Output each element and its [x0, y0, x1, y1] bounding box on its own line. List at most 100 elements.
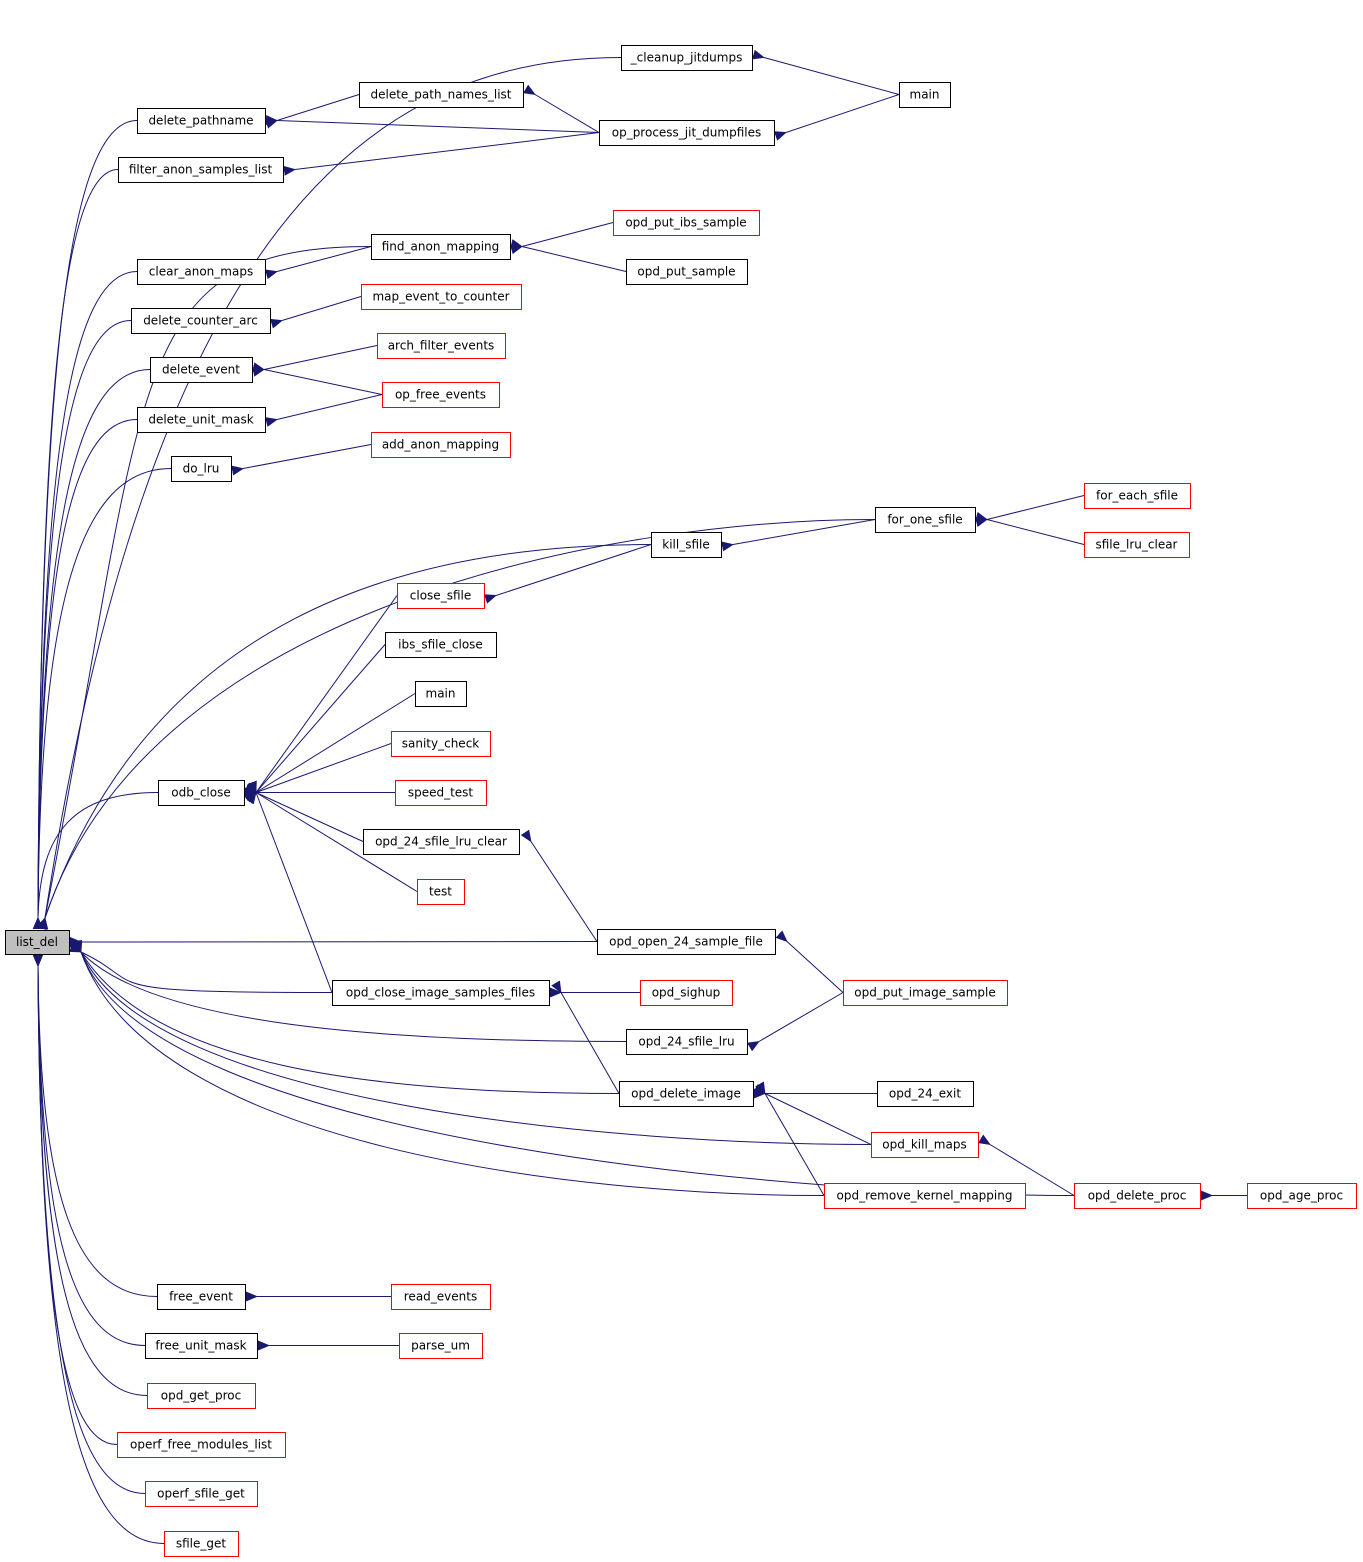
node-clear-anon-maps[interactable]: clear_anon_maps: [137, 259, 266, 285]
node-arch-filter-events[interactable]: arch_filter_events: [377, 333, 506, 359]
node-opd-remove-kernel-mapping[interactable]: opd_remove_kernel_mapping: [824, 1183, 1026, 1209]
node-operf-free-modules-list[interactable]: operf_free_modules_list: [117, 1432, 286, 1458]
node-opd-put-sample[interactable]: opd_put_sample: [626, 259, 748, 285]
node-opd-24-sfile-lru[interactable]: opd_24_sfile_lru: [626, 1029, 748, 1055]
node-box: [382, 382, 500, 408]
edge-opd_open_24_sample_file-to-opd_24_sfile_lru_clear: [520, 829, 598, 942]
node-label: for_each_sfile: [1096, 489, 1178, 503]
edge-test-to-odb_close: [244, 782, 418, 892]
edge-delete_unit_mask-to-list_del: [32, 419, 138, 930]
node-label: opd_open_24_sample_file: [609, 935, 763, 949]
node-sanity-check[interactable]: sanity_check: [391, 731, 491, 757]
node-read-events[interactable]: read_events: [391, 1284, 491, 1310]
node-box: [599, 120, 775, 146]
node-opd-delete-proc[interactable]: opd_delete_proc: [1074, 1183, 1201, 1209]
node-parse-um[interactable]: parse_um: [399, 1333, 483, 1359]
node-box: [1084, 483, 1191, 509]
node-test[interactable]: test: [417, 879, 465, 905]
node-operf-sfile-get[interactable]: operf_sfile_get: [145, 1481, 258, 1507]
node-sfile-get[interactable]: sfile_get: [164, 1531, 239, 1557]
node-delete-counter-arc[interactable]: delete_counter_arc: [131, 308, 271, 334]
node-box: [361, 284, 522, 310]
node-delete-pathname[interactable]: delete_pathname: [137, 108, 266, 134]
node-speed-test[interactable]: speed_test: [395, 780, 487, 806]
edge-opd_24_sfile_lru_clear-to-odb_close: [243, 783, 364, 842]
edge-do_lru-to-list_del: [32, 468, 172, 930]
node-box: [377, 333, 506, 359]
node-opd-sighup[interactable]: opd_sighup: [640, 980, 733, 1006]
node-label: op_process_jit_dumpfiles: [612, 126, 762, 140]
node-opd-24-exit[interactable]: opd_24_exit: [877, 1081, 974, 1107]
node-delete-event[interactable]: delete_event: [150, 357, 253, 383]
node-close-sfile[interactable]: close_sfile: [397, 583, 485, 609]
node-label: opd_put_ibs_sample: [625, 216, 746, 230]
node-label: main: [426, 687, 456, 701]
edge-delete_path_names_list-to-delete_pathname: [265, 94, 360, 129]
node-label: opd_sighup: [652, 986, 721, 1000]
node-box: [171, 456, 232, 482]
edge-odb_close-to-list_del: [32, 792, 159, 930]
node-box: [875, 507, 976, 533]
node-sfile-lru-clear[interactable]: sfile_lru_clear: [1084, 532, 1190, 558]
node-opd-kill-maps[interactable]: opd_kill_maps: [871, 1132, 979, 1158]
node-filter-anon-samples-list[interactable]: filter_anon_samples_list: [118, 157, 284, 183]
node-label: operf_sfile_get: [157, 1487, 245, 1501]
node-label: for_one_sfile: [887, 513, 962, 527]
node-odb-close[interactable]: odb_close: [158, 780, 245, 806]
edge-opd_kill_maps-to-opd_delete_image: [752, 1084, 872, 1145]
node-opd-delete-image[interactable]: opd_delete_image: [619, 1081, 754, 1107]
node-main1[interactable]: main: [899, 82, 951, 108]
node-box: [397, 583, 485, 609]
node-box: [157, 1284, 246, 1310]
node-box: [391, 731, 491, 757]
node-opd-put-ibs-sample[interactable]: opd_put_ibs_sample: [613, 210, 760, 236]
node-op-free-events[interactable]: op_free_events: [382, 382, 500, 408]
node-opd-open-24-sample-file[interactable]: opd_open_24_sample_file: [597, 929, 776, 955]
node-add-anon-mapping[interactable]: add_anon_mapping: [371, 432, 511, 458]
edge-sanity_check-to-odb_close: [243, 743, 392, 801]
node-do-lru[interactable]: do_lru: [171, 456, 232, 482]
node-free-event[interactable]: free_event: [157, 1284, 246, 1310]
edge-op_free_events-to-delete_unit_mask: [265, 394, 383, 427]
node-label: sfile_get: [176, 1537, 227, 1551]
node-label: opd_24_exit: [889, 1087, 961, 1101]
edge-opd_get_proc-to-list_del: [32, 954, 148, 1396]
edge-arch_filter_events-to-delete_event: [252, 345, 378, 377]
node-free-unit-mask[interactable]: free_unit_mask: [145, 1333, 258, 1359]
node-opd-close-image-samples-files[interactable]: opd_close_image_samples_files: [332, 980, 550, 1006]
node-ibs-sfile-close[interactable]: ibs_sfile_close: [385, 632, 497, 658]
node-opd-put-image-sample[interactable]: opd_put_image_sample: [843, 980, 1008, 1006]
node-box: [118, 157, 284, 183]
node-opd-24-sfile-lru-clear[interactable]: opd_24_sfile_lru_clear: [363, 829, 520, 855]
node-for-each-sfile[interactable]: for_each_sfile: [1084, 483, 1191, 509]
node-box: [640, 980, 733, 1006]
node-box: [137, 407, 266, 433]
edge-cleanup_jitdumps-to-list_del: [38, 57, 622, 930]
edge-for_one_sfile-to-list_del: [36, 519, 876, 931]
node-opd-get-proc[interactable]: opd_get_proc: [147, 1383, 256, 1409]
node-kill-sfile[interactable]: kill_sfile: [651, 532, 722, 558]
node-label: op_free_events: [395, 388, 486, 402]
node-label: _cleanup_jitdumps: [630, 51, 743, 65]
node-label: opd_put_image_sample: [854, 986, 996, 1000]
edge-opd_remove_kernel_mapping-to-list_del: [72, 939, 825, 1196]
node-op-process-jit-dumpfiles[interactable]: op_process_jit_dumpfiles: [599, 120, 775, 146]
node-box: [131, 308, 271, 334]
node-box: [363, 829, 520, 855]
node-main2[interactable]: main: [415, 681, 467, 707]
node-box: [371, 432, 511, 458]
node-find-anon-mapping[interactable]: find_anon_mapping: [371, 234, 511, 260]
edge-opd_kill_maps-to-list_del: [71, 939, 872, 1145]
node-opd-age-proc[interactable]: opd_age_proc: [1247, 1183, 1357, 1209]
edge-opd_put_sample-to-find_anon_mapping: [510, 239, 627, 272]
node-for-one-sfile[interactable]: for_one_sfile: [875, 507, 976, 533]
node-map-event-to-counter[interactable]: map_event_to_counter: [361, 284, 522, 310]
edge-opd_open_24_sample_file-to-list_del: [69, 937, 598, 948]
node-delete-unit-mask[interactable]: delete_unit_mask: [137, 407, 266, 433]
edge-op_process_jit_dumpfiles-to-delete_path_names_list: [522, 84, 600, 133]
node-box: [399, 1333, 483, 1359]
node-list-del[interactable]: list_del: [5, 930, 70, 955]
node-delete-path-names-list[interactable]: delete_path_names_list: [359, 82, 524, 108]
node-cleanup-jitdumps[interactable]: _cleanup_jitdumps: [621, 45, 753, 71]
node-label: clear_anon_maps: [149, 265, 253, 279]
